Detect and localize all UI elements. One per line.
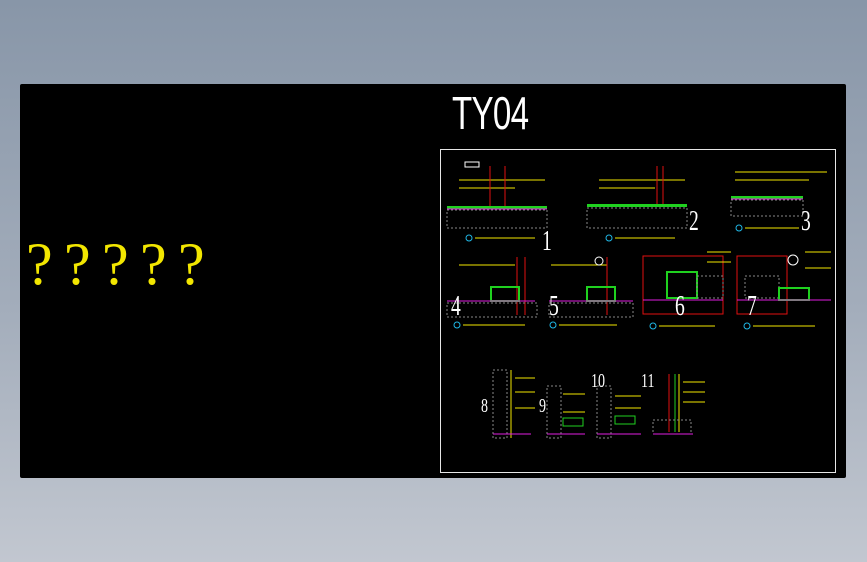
detail-number: 7 <box>747 291 757 322</box>
detail-number: 11 <box>641 370 655 392</box>
section-detail-6[interactable] <box>641 248 737 336</box>
section-detail-3[interactable] <box>729 160 839 240</box>
missing-glyph: ? <box>26 231 53 297</box>
section-detail-4[interactable] <box>445 255 545 335</box>
detail-number: 8 <box>481 395 488 417</box>
detail-number: 9 <box>539 395 546 417</box>
section-detail-10[interactable] <box>595 384 649 444</box>
missing-glyph: ? <box>64 231 91 297</box>
missing-glyph: ? <box>178 231 205 297</box>
missing-glyph: ? <box>102 231 129 297</box>
section-detail-5[interactable] <box>547 255 637 335</box>
sheet-frame: 1 2 3 <box>440 149 836 473</box>
detail-number: 4 <box>451 291 461 322</box>
section-detail-11[interactable] <box>649 372 709 444</box>
section-detail-2[interactable] <box>585 158 695 248</box>
detail-number: 1 <box>542 226 552 257</box>
section-detail-9[interactable] <box>545 384 595 444</box>
detail-number: 5 <box>549 291 559 322</box>
missing-glyph: ? <box>140 231 167 297</box>
detail-number: 2 <box>689 206 699 237</box>
cad-model-space[interactable]: TY04 ? ? ? ? ? 1 <box>20 84 846 478</box>
detail-number: 10 <box>591 370 605 392</box>
section-detail-8[interactable] <box>491 368 541 443</box>
drawing-title: TY04 <box>452 87 529 139</box>
section-detail-7[interactable] <box>735 248 835 336</box>
detail-number: 6 <box>675 291 685 322</box>
section-detail-1[interactable] <box>445 158 555 248</box>
detail-number: 3 <box>801 206 811 237</box>
